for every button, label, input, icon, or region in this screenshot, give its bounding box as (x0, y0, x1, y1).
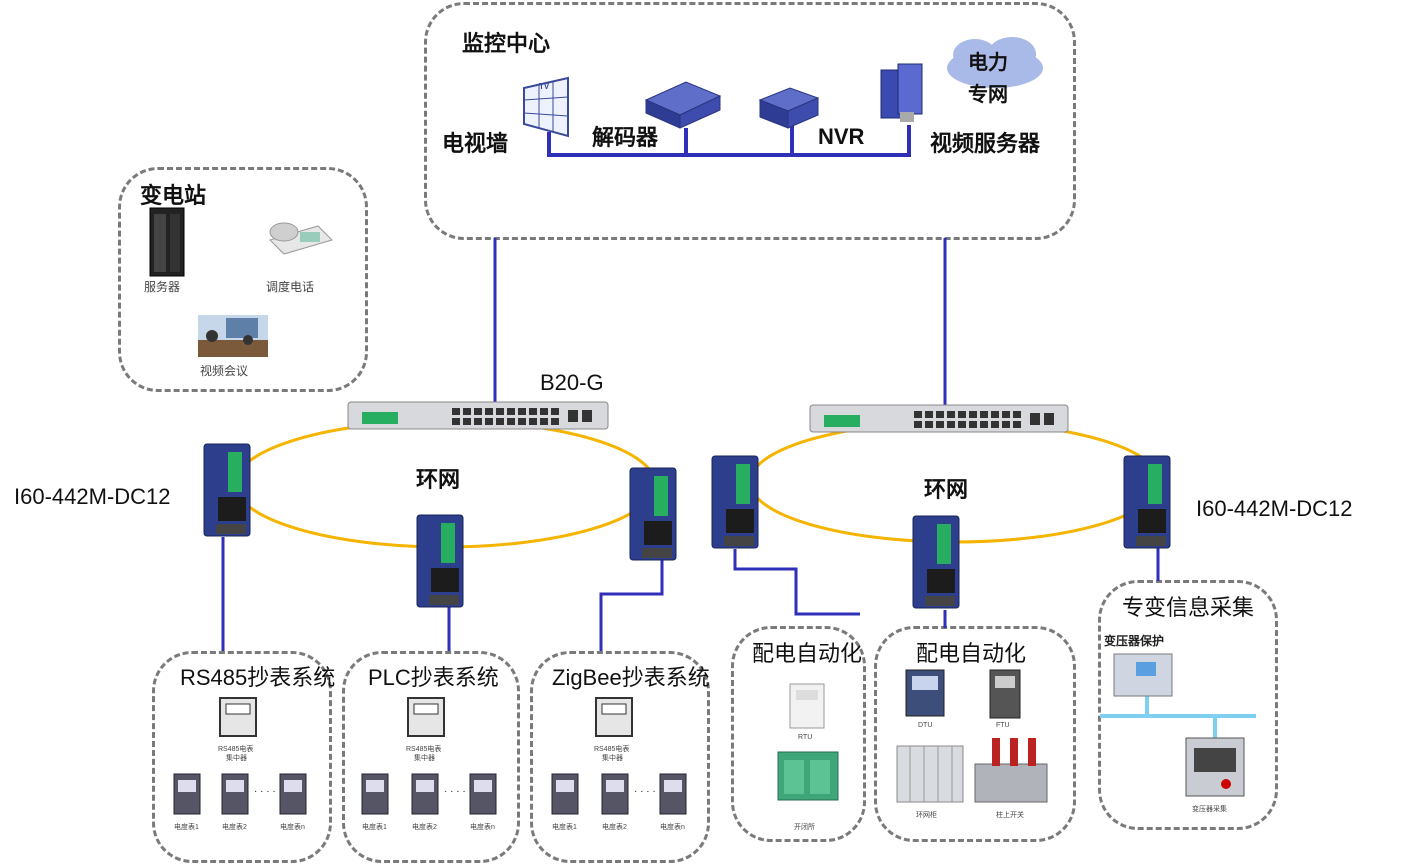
rs485-title: RS485抄表系统 (180, 665, 336, 690)
zigbee-box (530, 651, 710, 863)
plc-meter-1: 电度表1 (362, 824, 387, 831)
cloud-icon (947, 37, 1043, 88)
switch-station-label: 开闭所 (794, 824, 815, 831)
ring-right-label: 环网 (924, 477, 969, 502)
nvr-label: NVR (818, 124, 865, 149)
ring-switch-1 (203, 443, 251, 537)
rs485-devices (173, 697, 307, 815)
rtu-label: RTU (798, 734, 813, 741)
uplinks (221, 238, 1160, 651)
rs485-meter-n: 电度表n (280, 824, 305, 831)
zigbee-meter-n: 电度表n (660, 824, 685, 831)
zigbee-concentrator-label-1: RS485电表 (594, 746, 630, 753)
rs485-meter-1: 电度表1 (174, 824, 199, 831)
zigbee-dots: · · · · (634, 786, 656, 797)
transformer-bus (1100, 695, 1256, 738)
dtu-graphic (905, 669, 945, 717)
transformer-info-title: 专变信息采集 (1122, 595, 1255, 620)
server-rack-graphic (149, 207, 185, 277)
rs485-box (152, 651, 332, 863)
power-net-label-1: 电力 (968, 52, 1008, 74)
pole-switch-graphic (974, 738, 1048, 803)
switch-model-left: I60-442M-DC12 (14, 484, 171, 509)
transformer-protection-graphic (1113, 653, 1173, 697)
substation-box (118, 167, 368, 392)
substation-title: 变电站 (140, 183, 207, 208)
ring-cabinet-graphic (896, 745, 964, 803)
ftu-label: FTU (996, 722, 1010, 729)
dtu-label: DTU (918, 722, 933, 729)
phone-graphic (269, 222, 333, 255)
dist-auto-2-title: 配电自动化 (916, 641, 1027, 666)
zigbee-meter-1: 电度表1 (552, 824, 577, 831)
decoder-label: 解码器 (592, 125, 659, 150)
tv-badge: TV (539, 82, 550, 91)
video-server-label: 视频服务器 (930, 131, 1041, 156)
rs485-concentrator-label-2: 集中器 (226, 755, 247, 762)
ring-switch-4 (711, 455, 759, 549)
plc-meter-n: 电度表n (470, 824, 495, 831)
ring-switch-5 (912, 515, 960, 609)
zigbee-meter-2: 电度表2 (602, 824, 627, 831)
monitor-center-title: 监控中心 (462, 31, 551, 56)
switch-model-right: I60-442M-DC12 (1196, 496, 1353, 521)
transformer-collector-graphic (1185, 737, 1245, 797)
switch-station-graphic (777, 751, 839, 801)
transformer-info-box (1098, 580, 1278, 830)
transformer-protection-label: 变压器保护 (1104, 634, 1165, 648)
core-switch-left (347, 401, 609, 430)
dispatch-phone-label: 调度电话 (266, 280, 315, 294)
ring-cabinet-label: 环网柜 (916, 812, 937, 819)
core-switch-label: B20-G (540, 370, 604, 395)
video-conference-label: 视频会议 (200, 364, 249, 378)
video-conference-graphic (198, 315, 268, 357)
plc-meter-2: 电度表2 (412, 824, 437, 831)
zigbee-devices (551, 697, 687, 815)
ring-left-label: 环网 (416, 467, 461, 492)
plc-devices (361, 697, 497, 815)
dist-auto-1-title: 配电自动化 (752, 641, 863, 666)
monitor-bus (547, 125, 911, 157)
monitor-center-box (424, 2, 1076, 240)
rtu-graphic (789, 683, 825, 729)
plc-dots: · · · · (444, 786, 466, 797)
dist-auto-2-box (874, 626, 1076, 842)
ftu-graphic (989, 669, 1021, 719)
server-label: 服务器 (144, 280, 181, 294)
dist-auto-1-box (731, 626, 866, 842)
rs485-meter-2: 电度表2 (222, 824, 247, 831)
ring-switch-3 (629, 467, 677, 561)
nvr-graphic (758, 87, 820, 129)
rs485-concentrator-label-1: RS485电表 (218, 746, 254, 753)
rs485-dots: · · · · (254, 786, 276, 797)
plc-concentrator-label-2: 集中器 (414, 755, 435, 762)
plc-box (342, 651, 520, 863)
video-server-graphic (880, 63, 923, 122)
pole-switch-label: 柱上开关 (996, 812, 1024, 819)
tv-wall-graphic (523, 76, 569, 138)
zigbee-title: ZigBee抄表系统 (552, 665, 710, 690)
transformer-collector-label: 变压器采集 (1192, 806, 1227, 813)
power-net-label-2: 专网 (968, 84, 1008, 106)
ring-switch-6 (1123, 455, 1171, 549)
core-switch-right (809, 404, 1069, 433)
ring-switch-2 (416, 514, 464, 608)
decoder-graphic (644, 81, 722, 129)
plc-concentrator-label-1: RS485电表 (406, 746, 442, 753)
tv-wall-label: 电视墙 (442, 131, 509, 156)
zigbee-concentrator-label-2: 集中器 (602, 755, 623, 762)
plc-title: PLC抄表系统 (368, 665, 499, 690)
